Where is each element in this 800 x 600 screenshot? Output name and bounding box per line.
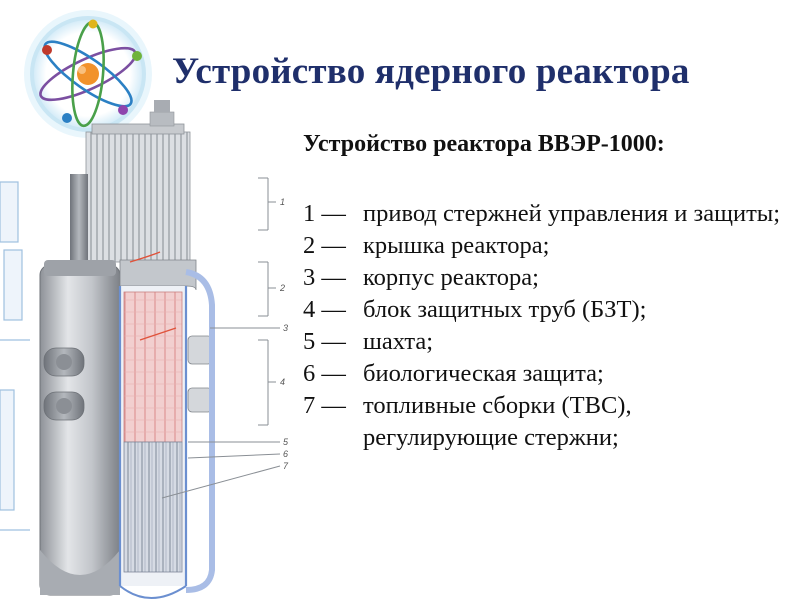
page-title: Устройство ядерного реактора [172,51,690,92]
legend-text: блок защитных труб (БЗТ); [363,296,647,323]
legend-item: 2 — крышка реактора; [303,230,793,262]
legend-text: топливные сборки (ТВС), регулирующие сте… [363,392,632,451]
legend-text: шахта; [363,328,434,355]
reactor-diagram: 1 2 3 4 5 6 7 [0,100,289,599]
legend-list: 1 —привод стержней управления и защиты; … [303,198,793,454]
marker-6: 6 [283,449,288,459]
legend-number: 6 — [303,360,346,387]
legend-number: 3 — [303,264,346,291]
legend-number: 7 — [303,392,346,419]
legend-item: 1 — привод стержней управления и защиты; [303,198,793,230]
legend-item: 5 — шахта; [303,326,793,358]
legend-number: 4 — [303,296,346,323]
atom-icon [24,10,152,138]
vessel-cutaway [118,269,215,599]
subtitle: Устройство реактора ВВЭР-1000: [303,131,665,157]
vessel-nozzles [43,335,213,421]
legend-text: корпус реактора; [363,264,539,291]
marker-4: 4 [280,377,285,387]
marker-7: 7 [283,461,289,471]
legend-number: 1 — [303,200,346,227]
legend-text: биологическая защита; [363,360,604,387]
marker-2: 2 [279,283,285,293]
legend-item: 6 — биологическая защита; [303,358,793,390]
legend-item: 7 — топливные сборки (ТВС), регулирующие … [303,390,793,454]
plant-outline [0,181,30,531]
legend-text: крышка реактора; [363,232,550,259]
legend-item: 3 — корпус реактора; [303,262,793,294]
control-rod-drives [70,100,191,263]
marker-1: 1 [280,197,285,207]
marker-3: 3 [283,323,288,333]
legend-text: привод стержней управления и защиты; [363,200,781,227]
leader-lines [129,177,281,499]
marker-5: 5 [283,437,289,447]
legend-item: 4 — блок защитных труб (БЗТ); [303,294,793,326]
diagram-markers: 1 2 3 4 5 6 7 [279,197,289,471]
legend-number: 2 — [303,232,346,259]
legend-number: 5 — [303,328,346,355]
